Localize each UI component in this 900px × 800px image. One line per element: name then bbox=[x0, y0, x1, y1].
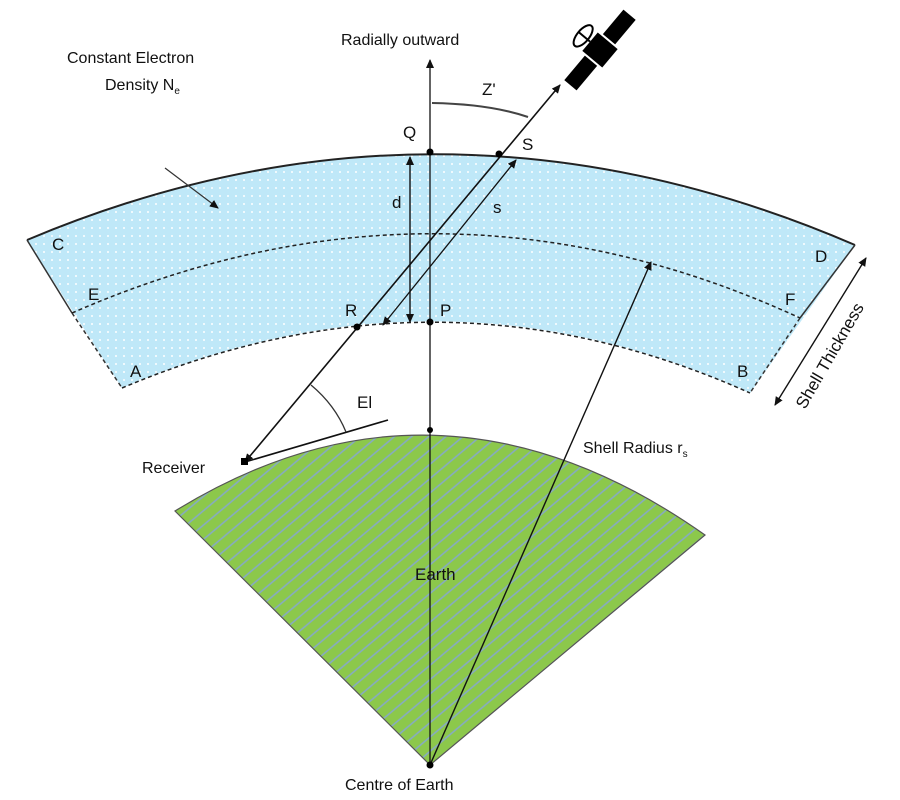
shell-radius-label: Shell Radius rs bbox=[583, 440, 688, 460]
shell-thickness-arrow bbox=[774, 257, 867, 406]
receiver-label: Receiver bbox=[142, 460, 206, 477]
earth-wedge bbox=[174, 434, 706, 766]
earth-label: Earth bbox=[415, 565, 456, 584]
distance-s-arrow bbox=[382, 159, 517, 326]
zenith-angle-arc bbox=[431, 102, 529, 118]
horizon-tangent-line bbox=[244, 419, 389, 463]
point-a-label: A bbox=[130, 362, 142, 381]
shell-left-edge-lower bbox=[71, 312, 123, 389]
point-markers bbox=[241, 148, 503, 769]
point-s-label: S bbox=[522, 135, 533, 154]
point-p-label: P bbox=[440, 301, 451, 320]
shell-left-edge bbox=[26, 239, 73, 314]
shell-middle-dashed bbox=[71, 233, 801, 319]
elevation-angle-arc bbox=[310, 384, 347, 433]
point-f-label: F bbox=[785, 290, 795, 309]
distance-s-label: s bbox=[493, 198, 502, 217]
elevation-angle-label: El bbox=[357, 393, 372, 412]
satellite-icon bbox=[564, 9, 636, 91]
point-c-label: C bbox=[52, 235, 64, 254]
point-e-label: E bbox=[88, 285, 99, 304]
ionosphere-shell bbox=[27, 154, 855, 393]
density-label-line2: Density Ne bbox=[105, 77, 180, 97]
point-r-label: R bbox=[345, 301, 357, 320]
point-d-label: D bbox=[815, 247, 827, 266]
density-pointer-arrow bbox=[164, 167, 219, 209]
density-label-line1: Constant Electron bbox=[67, 50, 194, 67]
shell-radius-arrow bbox=[429, 261, 652, 766]
point-b-label: B bbox=[737, 362, 748, 381]
radially-outward-label: Radially outward bbox=[341, 32, 459, 49]
distance-d-label: d bbox=[392, 193, 401, 212]
centre-of-earth-label: Centre of Earth bbox=[345, 777, 454, 794]
zenith-angle-label: Z' bbox=[482, 80, 496, 99]
point-q-label: Q bbox=[403, 123, 416, 142]
